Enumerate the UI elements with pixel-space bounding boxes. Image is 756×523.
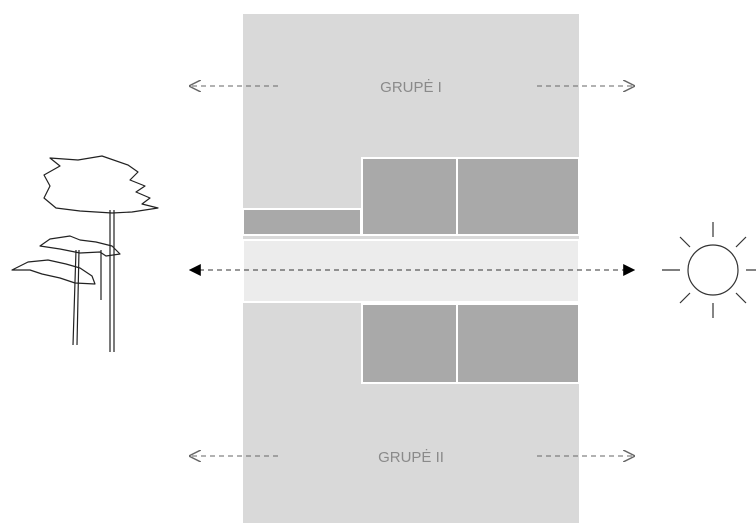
- upper-unit-2: [456, 157, 580, 236]
- upper-left-strip: [242, 208, 362, 236]
- group-1-label: GRUPĖ I: [380, 78, 442, 96]
- upper-unit-1: [361, 157, 458, 236]
- central-corridor: [242, 239, 580, 303]
- lower-unit-2: [456, 303, 580, 384]
- lower-unit-1: [361, 303, 458, 384]
- trees-icon: [11, 155, 159, 352]
- group-2-label: GRUPĖ II: [378, 448, 444, 466]
- sun-icon: [662, 222, 756, 318]
